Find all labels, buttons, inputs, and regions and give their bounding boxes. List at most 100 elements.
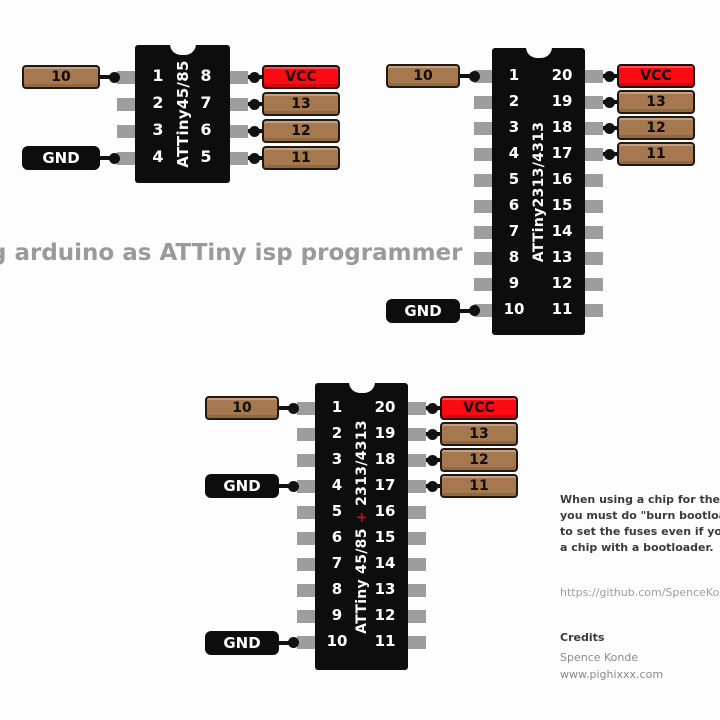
connector-13-pin19[interactable]: 13 [440, 422, 518, 447]
pin-leg [581, 69, 603, 83]
connector-gnd-pin10[interactable]: GND [205, 630, 279, 655]
connector-11-pin17[interactable]: 11 [617, 142, 695, 167]
pin-number: 6 [200, 120, 212, 139]
chip-label-main: ATTiny 45/85 [353, 522, 370, 634]
connector-gnd-pin10[interactable]: GND [386, 298, 460, 323]
connector-dot [427, 454, 438, 466]
pin-leg [404, 453, 426, 467]
chip-label-main: ATTiny2313/4313 [530, 121, 547, 262]
pin-number: 9 [331, 606, 343, 625]
connector-11-pin17[interactable]: 11 [440, 474, 518, 499]
pin-number: 16 [551, 169, 573, 188]
pin-leg [297, 532, 319, 545]
connector-13-pin7[interactable]: 13 [262, 92, 340, 116]
pin-leg [226, 151, 248, 165]
connector-dot [604, 70, 615, 82]
chip-label: ATTiny2313/4313 [531, 121, 547, 262]
connector-11-pin5[interactable]: 11 [262, 146, 340, 170]
connector-wire [460, 308, 474, 313]
pin-number: 1 [508, 65, 520, 84]
pin-leg [474, 200, 496, 213]
connector-dot [249, 71, 260, 83]
connector-dot [604, 122, 615, 134]
pin-number: 4 [152, 147, 164, 166]
note-line-3: to set the fuses even if you a [560, 525, 720, 538]
pin-number: 1 [331, 397, 343, 416]
connector-10-pin1[interactable]: 10 [386, 64, 460, 88]
chip-label-suffix: 2313/4313 [353, 419, 370, 511]
connector-dot [249, 98, 260, 110]
connector-dot [109, 71, 120, 83]
pin-number: 20 [551, 65, 573, 84]
pin-number: 6 [331, 528, 343, 546]
connector-dot [249, 152, 260, 164]
connector-vcc-pin20[interactable]: VCC [617, 64, 695, 88]
pin-leg [581, 304, 603, 318]
connector-wire [100, 75, 117, 79]
pin-number: 18 [551, 117, 573, 136]
chip-label-main: ATTiny45/85 [173, 60, 192, 168]
chip-label-plus: + [353, 510, 370, 523]
pin-leg [474, 278, 496, 292]
pin-number: 8 [331, 580, 343, 599]
pin-leg [581, 147, 603, 161]
chip-body [492, 48, 585, 335]
connector-12-pin6[interactable]: 12 [262, 119, 340, 143]
pin-number: 10 [326, 632, 348, 651]
pin-number: 14 [374, 554, 396, 573]
connector-12-pin18[interactable]: 12 [617, 116, 695, 141]
note-line-2: you must do "burn bootload [560, 509, 720, 522]
pin-leg [404, 558, 426, 572]
pin-leg [117, 151, 139, 165]
pin-number: 8 [508, 248, 520, 267]
pin-number: 19 [374, 423, 396, 442]
pin-leg [581, 200, 603, 213]
pin-leg [581, 226, 603, 240]
chip-notch [348, 382, 375, 393]
pin-leg [404, 427, 426, 441]
connector-gnd-pin4[interactable]: GND [22, 146, 100, 170]
connector-12-pin18[interactable]: 12 [440, 448, 518, 473]
pin-leg [581, 252, 603, 266]
pin-leg [404, 636, 426, 650]
pin-leg [404, 610, 426, 624]
chip-body [315, 383, 408, 670]
chip-label: ATTiny45/85 [174, 60, 192, 167]
connector-dot [604, 96, 615, 108]
connector-13-pin19[interactable]: 13 [617, 90, 695, 115]
chip-attiny45-85: ATTiny45/85 [135, 44, 230, 183]
connector-gnd-pin4[interactable]: GND [205, 474, 279, 499]
connector-vcc-pin20[interactable]: VCC [440, 396, 518, 420]
pin-leg [404, 584, 426, 598]
pin-number: 15 [551, 196, 573, 214]
pin-number: 11 [551, 300, 573, 319]
pin-leg [404, 401, 426, 415]
pin-number: 17 [551, 143, 573, 162]
connector-dot [249, 125, 260, 137]
connector-dot [604, 148, 615, 160]
connector-10-pin1[interactable]: 10 [22, 65, 100, 89]
pin-number: 2 [331, 423, 343, 442]
connector-vcc-pin8[interactable]: VCC [262, 65, 340, 89]
github-url[interactable]: https://github.com/SpenceKor [560, 586, 720, 599]
pin-leg [226, 97, 248, 111]
pin-number: 14 [551, 222, 573, 241]
connector-wire [460, 74, 474, 78]
pin-number: 5 [508, 169, 520, 188]
pin-number: 13 [551, 248, 573, 267]
pin-number: 12 [551, 274, 573, 293]
pin-leg [297, 401, 319, 415]
note-line-1: When using a chip for the fi [560, 493, 720, 506]
connector-10-pin1[interactable]: 10 [205, 396, 279, 420]
pin-leg [297, 427, 319, 441]
pin-leg [297, 636, 319, 650]
connector-dot [288, 402, 299, 414]
pin-leg [226, 70, 248, 84]
credits-website[interactable]: www.pighixxx.com [560, 668, 664, 681]
pin-number: 20 [374, 397, 396, 416]
pin-leg [404, 505, 426, 519]
pin-leg [581, 278, 603, 292]
chip-label: ATTiny 45/85 + 2313/4313 [354, 420, 370, 634]
pin-leg [297, 558, 319, 572]
